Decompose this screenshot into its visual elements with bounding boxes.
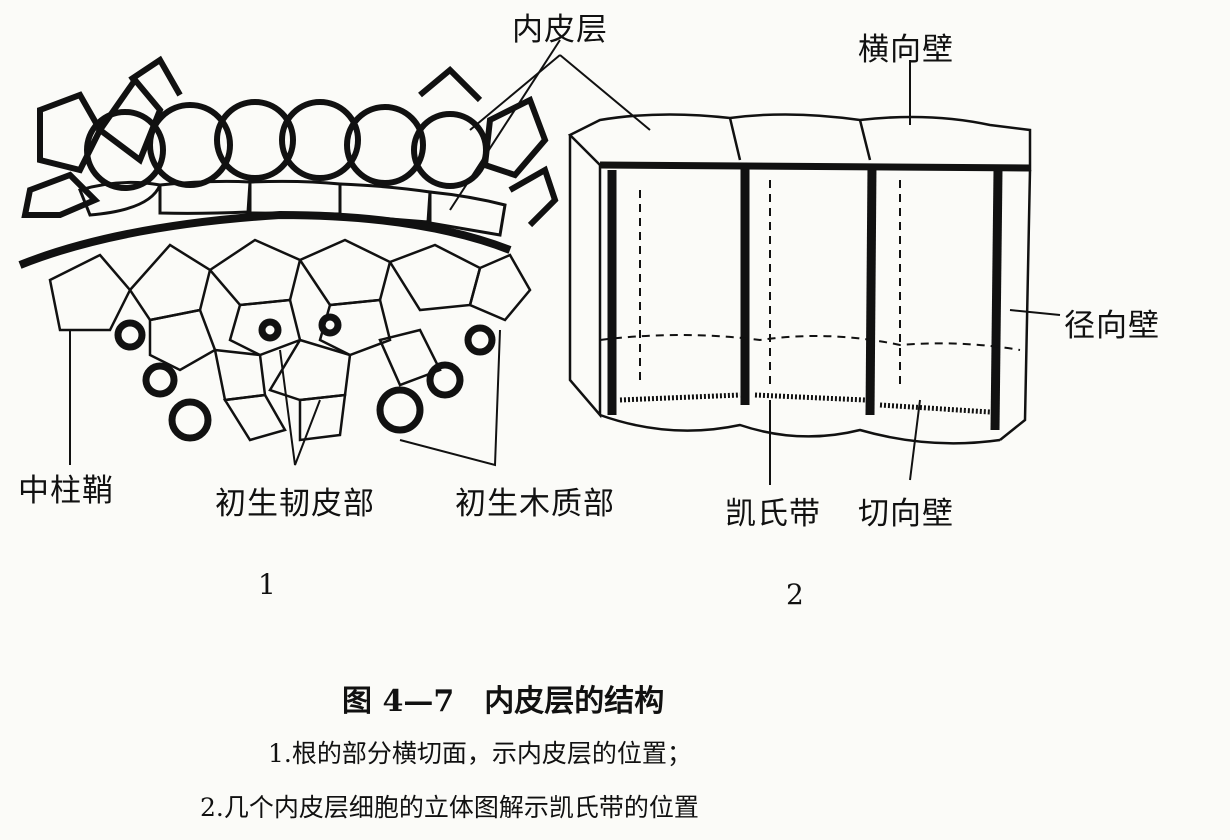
label-primary-xylem: 初生木质部 bbox=[455, 486, 615, 522]
leader-lines-2 bbox=[469, 54, 1061, 485]
stele-cells bbox=[48, 238, 532, 442]
inner-cortex-cells bbox=[77, 179, 507, 237]
label-pericycle: 中柱鞘 bbox=[18, 473, 114, 509]
label-endodermis: 内皮层 bbox=[512, 12, 608, 48]
panel-number-1: 1 bbox=[258, 568, 276, 601]
figure-title: 图 4—7 内皮层的结构 bbox=[342, 684, 665, 719]
caption-line-2: 2.几个内皮层细胞的立体图解示凯氏带的位置 bbox=[200, 793, 699, 822]
label-transverse-wall: 横向壁 bbox=[858, 32, 954, 68]
radial-walls bbox=[599, 161, 1031, 431]
endodermis-band bbox=[18, 210, 512, 269]
label-tangential-wall: 切向壁 bbox=[858, 496, 954, 532]
root-cross-section bbox=[18, 39, 561, 467]
cortex-cells bbox=[21, 55, 559, 228]
label-casparian-strip: 凯氏带 bbox=[725, 496, 821, 532]
label-primary-phloem: 初生韧皮部 bbox=[215, 486, 375, 522]
endodermal-cells-3d bbox=[469, 54, 1061, 485]
caption-line-1: 1.根的部分横切面，示内皮层的位置； bbox=[268, 739, 692, 768]
panel-number-2: 2 bbox=[786, 578, 804, 611]
casparian-strip bbox=[619, 392, 991, 415]
xylem-cells bbox=[114, 313, 496, 442]
leader-lines bbox=[69, 39, 561, 467]
label-radial-wall: 径向壁 bbox=[1064, 308, 1160, 344]
